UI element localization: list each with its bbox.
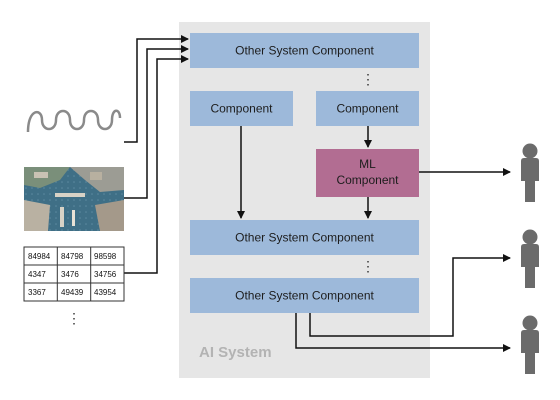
svg-text:Component: Component — [336, 102, 399, 116]
svg-text:Other System Component: Other System Component — [235, 44, 374, 58]
ellipsis-top: ⋮ — [361, 71, 375, 87]
svg-text:Component: Component — [210, 102, 273, 116]
arrow-signal-input — [124, 35, 189, 143]
table-cell: 4347 — [28, 270, 46, 279]
ai-system-label: AI System — [199, 344, 272, 361]
ml-component: ML Component — [316, 149, 419, 197]
sine-wave-icon — [26, 109, 122, 133]
bottom-system-component: Other System Component — [190, 278, 419, 313]
data-table-icon: 84984 84798 98598 4347 3476 34756 3367 4… — [23, 246, 125, 302]
top-system-component: Other System Component — [190, 33, 419, 68]
person-icon — [521, 315, 539, 374]
table-cell: 34756 — [94, 270, 117, 279]
table-cell: 3367 — [28, 288, 46, 297]
component-left: Component — [190, 91, 293, 126]
svg-text:Component: Component — [336, 173, 399, 187]
table-cell: 84798 — [61, 252, 84, 261]
aerial-photo-icon — [24, 167, 124, 231]
middle-system-component: Other System Component — [190, 220, 419, 255]
svg-text:ML: ML — [359, 157, 376, 171]
ellipsis-middle: ⋮ — [361, 258, 375, 274]
person-icon — [521, 229, 539, 288]
table-cell: 98598 — [94, 252, 117, 261]
svg-text:Other System Component: Other System Component — [235, 231, 374, 245]
arrow-image-input — [124, 45, 189, 199]
table-cell: 3476 — [61, 270, 79, 279]
arrow-table-input — [124, 55, 189, 274]
svg-text:Other System Component: Other System Component — [235, 289, 374, 303]
person-icon — [521, 143, 539, 202]
table-cell: 43954 — [94, 288, 117, 297]
table-cell: 84984 — [28, 252, 51, 261]
component-right: Component — [316, 91, 419, 126]
ellipsis-table: ⋮ — [67, 310, 81, 326]
arrow-bottom-to-person-3 — [295, 313, 511, 352]
arrow-bottom-to-person-2 — [309, 254, 511, 337]
table-cell: 49439 — [61, 288, 84, 297]
ai-system-container — [179, 22, 430, 378]
